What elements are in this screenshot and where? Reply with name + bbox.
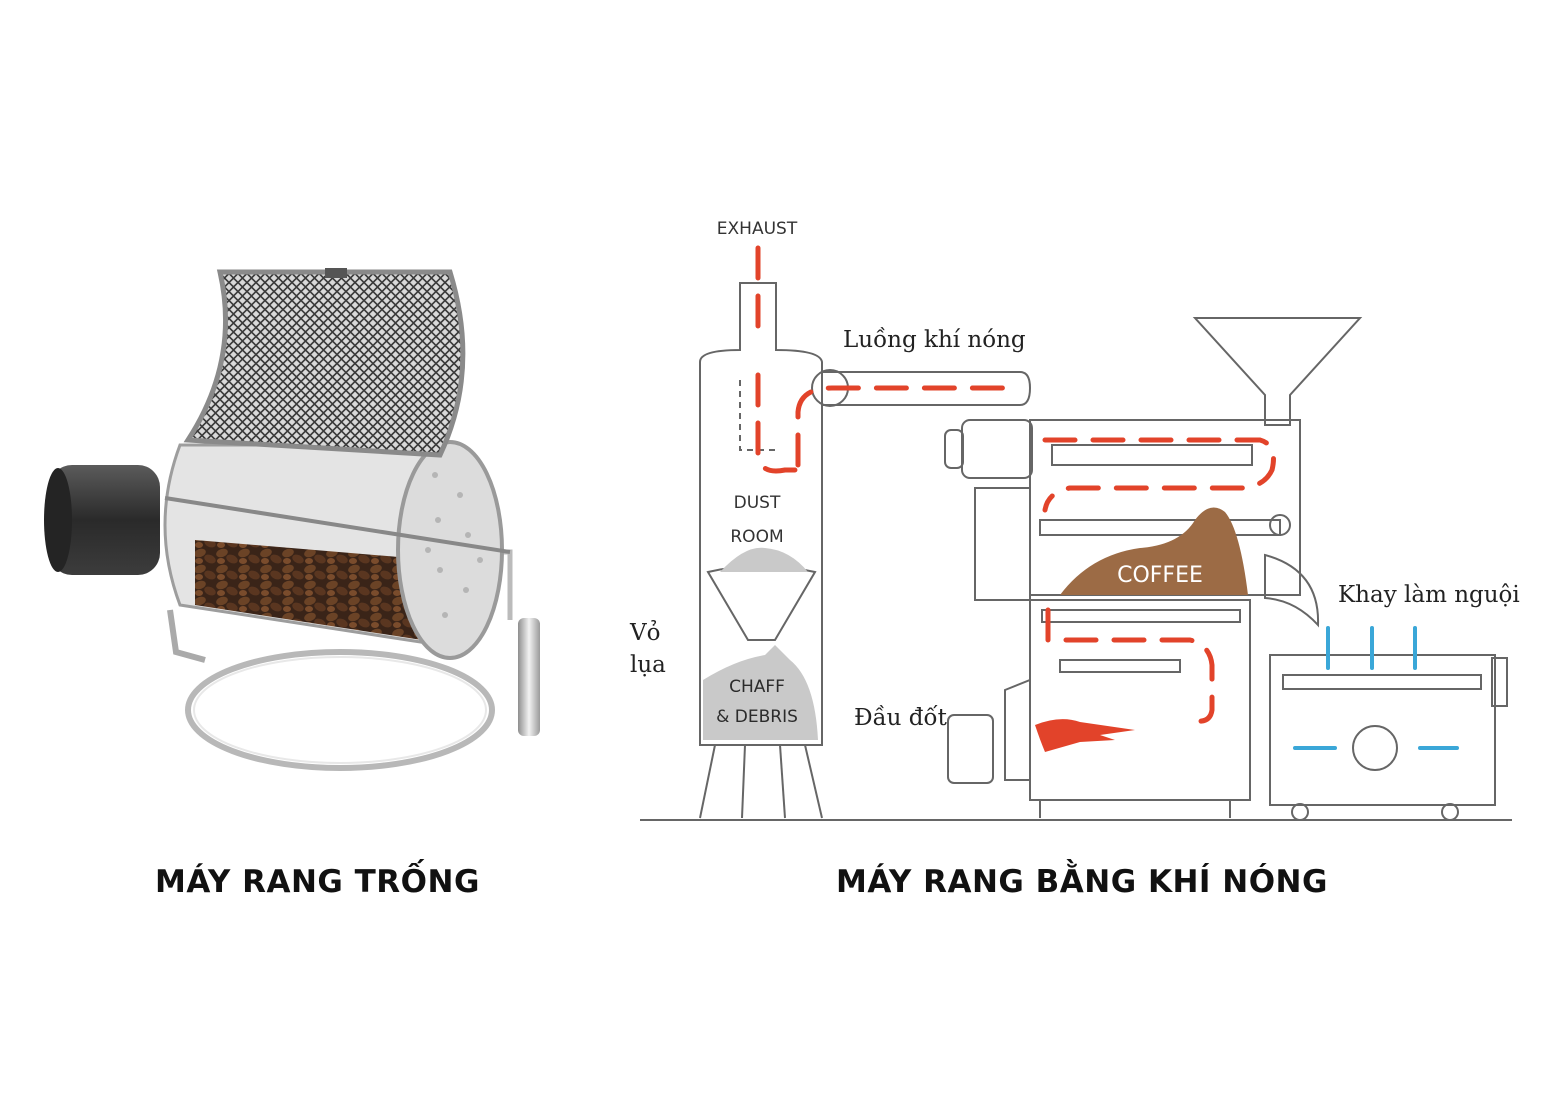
cooling-tray <box>1269 654 1496 806</box>
caption-drum-roaster: MÁY RANG TRỐNG <box>155 864 480 900</box>
label-dust-room-2: ROOM <box>730 527 783 547</box>
cyclone-cone <box>706 565 817 641</box>
label-chaff: CHAFF <box>729 677 785 697</box>
dust-pile <box>720 547 808 572</box>
burner-unit <box>947 714 994 784</box>
label-cooling-tray: Khay làm nguội <box>1338 582 1520 608</box>
label-husk-2: lụa <box>630 652 666 678</box>
caption-hot-air-roaster: MÁY RANG BẰNG KHÍ NÓNG <box>836 864 1328 900</box>
chaff-pile <box>703 645 818 740</box>
label-coffee: COFFEE <box>1117 563 1203 588</box>
combustion-chamber <box>1029 599 1251 801</box>
label-chaff-2: & DEBRIS <box>716 707 798 727</box>
label-husk: Vỏ <box>629 620 660 646</box>
drum-roaster-illustration <box>44 268 540 771</box>
hot-air-roaster-flow <box>1042 437 1276 513</box>
dust-room-body <box>699 282 823 746</box>
label-burner: Đầu đốt <box>854 705 948 731</box>
coffee-mound <box>1060 507 1248 595</box>
hot-air-pipe <box>822 371 1032 406</box>
motor-housing <box>50 465 160 575</box>
label-exhaust: EXHAUST <box>717 219 798 239</box>
crank-handle <box>518 618 540 736</box>
burner-flame-icon <box>1035 719 1135 752</box>
mesh-lid <box>183 269 466 458</box>
hopper <box>1192 317 1363 426</box>
fan-motor <box>961 419 1033 479</box>
base-ring <box>185 649 495 771</box>
label-hot-air-flow: Luồng khí nóng <box>843 327 1026 353</box>
hot-air-dust-flow <box>755 372 1013 474</box>
label-dust-room: DUST <box>734 493 781 513</box>
hot-air-burner-flow <box>1045 607 1215 724</box>
